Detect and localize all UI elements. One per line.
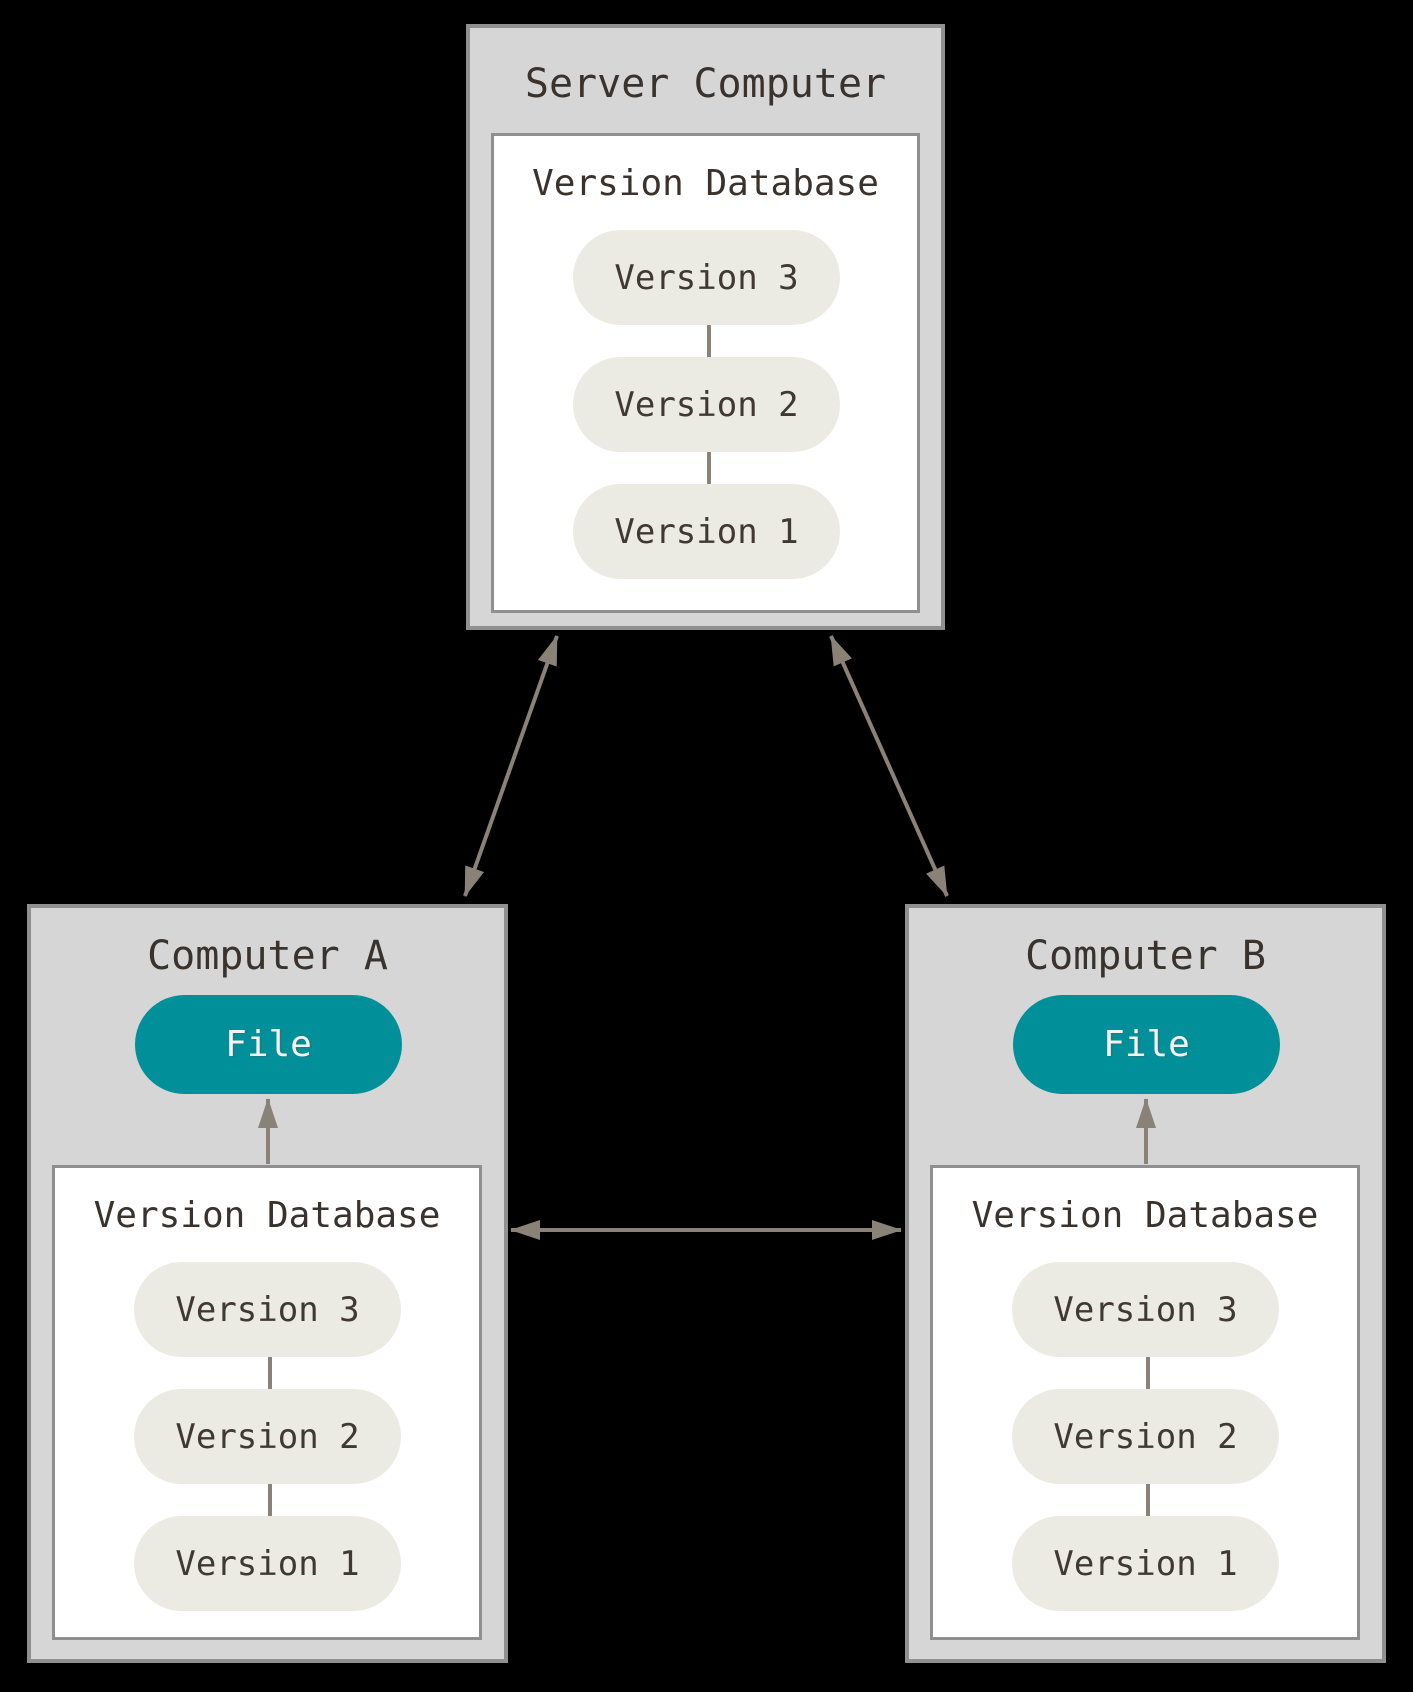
computer-a-file-pill: File [135, 995, 402, 1094]
computer-b-version-2-pill: Version 2 [1012, 1389, 1279, 1484]
computer-a-title: Computer A [147, 933, 388, 979]
arrow-server-to-computer-b [829, 635, 949, 897]
computer-b-title: Computer B [1025, 933, 1266, 979]
computer-a-version-database-heading: Version Database [93, 1195, 441, 1236]
server-version-3-pill: Version 3 [573, 230, 840, 325]
computer-a-box: Computer A File Version Database Version… [27, 904, 508, 1663]
pill-connector [1146, 1357, 1150, 1389]
pill-connector [268, 1484, 272, 1516]
computer-a-version-database-box: Version Database Version 3 Version 2 Ver… [52, 1165, 482, 1640]
arrow-server-to-computer-a [463, 635, 559, 897]
pill-connector [268, 1357, 272, 1389]
computer-b-version-database-heading: Version Database [971, 1195, 1319, 1236]
server-version-database-heading: Version Database [532, 163, 879, 204]
computer-a-version-3-pill: Version 3 [134, 1262, 401, 1357]
pill-connector [707, 325, 711, 357]
pill-connector [1146, 1484, 1150, 1516]
computer-b-version-3-pill: Version 3 [1012, 1262, 1279, 1357]
pill-connector [707, 452, 711, 484]
server-version-2-pill: Version 2 [573, 357, 840, 452]
computer-a-version-1-pill: Version 1 [134, 1516, 401, 1611]
computer-a-version-2-pill: Version 2 [134, 1389, 401, 1484]
server-computer-title: Server Computer [524, 61, 887, 107]
server-version-database-box: Version Database Version 3 Version 2 Ver… [491, 133, 920, 613]
computer-b-file-pill: File [1013, 995, 1280, 1094]
server-version-1-pill: Version 1 [573, 484, 840, 579]
computer-b-version-1-pill: Version 1 [1012, 1516, 1279, 1611]
server-computer-box: Server Computer Version Database Version… [466, 24, 945, 630]
computer-b-box: Computer B File Version Database Version… [905, 904, 1386, 1663]
computer-b-version-database-box: Version Database Version 3 Version 2 Ver… [930, 1165, 1360, 1640]
